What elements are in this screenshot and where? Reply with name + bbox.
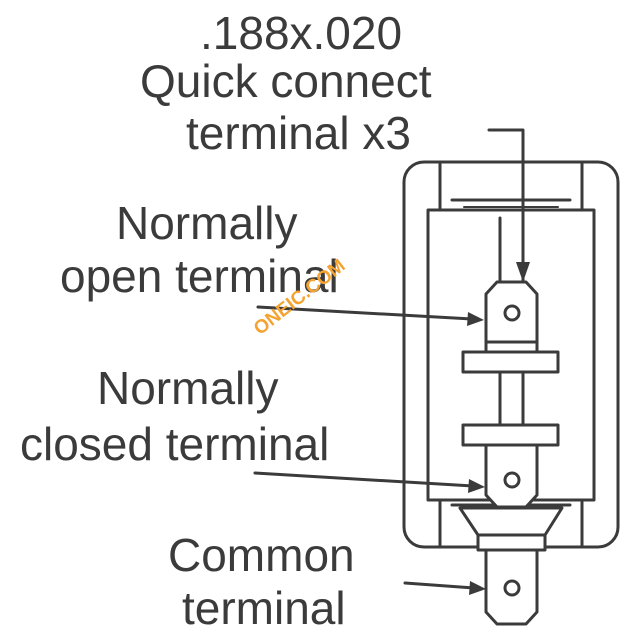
normally-closed-tab [484, 443, 539, 509]
normally-closed-label-line2: closed terminal [20, 418, 330, 470]
leader-normally-open [256, 305, 484, 326]
terminal-spec-label: .188x.020 [200, 7, 403, 59]
quick-connect-label: Quick connect [140, 55, 432, 107]
normally-open-label-line1: Normally [116, 197, 298, 249]
normally-open-label-line2: open terminal [60, 250, 339, 302]
normally-open-tab [484, 280, 539, 344]
common-tab [484, 548, 539, 626]
leader-common [403, 581, 486, 595]
normally-closed-label-line1: Normally [97, 362, 279, 414]
leader-quick-connect [487, 128, 530, 282]
normally-closed-hole [503, 471, 521, 489]
leader-normally-closed [253, 471, 485, 493]
common-neck [476, 533, 547, 552]
common-hole [503, 579, 521, 597]
common-label-line2: terminal [182, 582, 346, 634]
normally-open-flange [461, 350, 560, 374]
common-base [458, 506, 564, 537]
common-label-line1: Common [168, 529, 355, 581]
normally-open-hole [503, 304, 521, 322]
normally-closed-flange [461, 423, 560, 447]
terminal-count-label: terminal x3 [186, 107, 411, 159]
